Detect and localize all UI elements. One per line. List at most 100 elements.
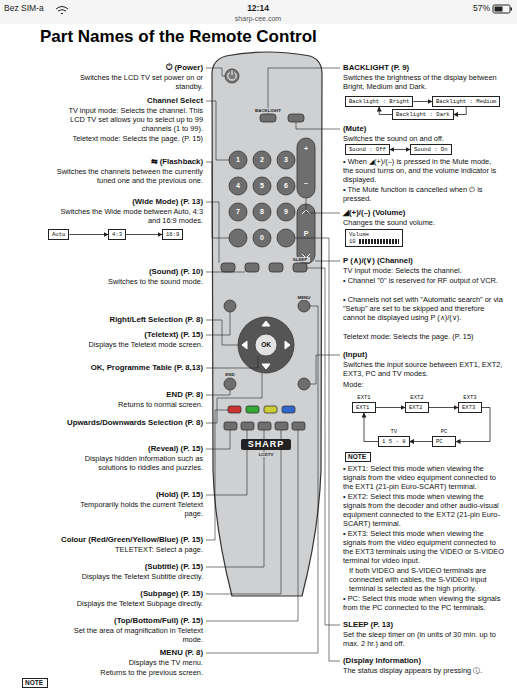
- remote-buttons: [221, 69, 315, 430]
- mode-arrow: [410, 441, 433, 442]
- part-name: (Mute): [343, 124, 508, 133]
- box-text: Backlight : Dark: [396, 111, 450, 118]
- button-label: 9: [279, 207, 293, 217]
- label-text: • When ◢(+)/(–) is pressed in the Mute m…: [343, 157, 503, 184]
- part-name: (Reveal) (P. 15): [28, 444, 203, 453]
- label-text: • The Mute function is cancelled when ⏻ …: [343, 185, 503, 203]
- part-name: (Wide Mode) (P. 13): [28, 197, 203, 206]
- label-text: TV input mode: Selects the channel.: [343, 266, 508, 275]
- part-name: ⏻ (Power): [28, 63, 203, 72]
- box-heading: TV: [379, 428, 409, 435]
- button-label: +: [300, 144, 312, 154]
- box-text: EXT1: [356, 404, 372, 411]
- label-text: Bez SIM-a: [4, 3, 74, 13]
- button-symbols: [228, 71, 310, 370]
- label-text: If both VIDEO and S-VIDEO terminals are …: [349, 566, 505, 593]
- button-label: –: [300, 178, 312, 188]
- part-name: P (∧)/(∨) (Channel): [343, 256, 508, 265]
- label-text: END: [222, 372, 238, 377]
- box-text: Sound : Off: [349, 146, 386, 153]
- box-text: Backlight : Bright: [349, 98, 409, 105]
- button-label: 5: [255, 181, 269, 191]
- label-text: Displays hidden information such as solu…: [63, 454, 203, 472]
- label-text: TELETEXT: Select a page.: [28, 545, 203, 554]
- button-label: P: [300, 229, 312, 239]
- label-text: OK: [258, 340, 274, 350]
- label-text: • EXT3: Select this mode when viewing th…: [343, 529, 505, 565]
- label-text: • EXT1: Select this mode when viewing th…: [343, 464, 505, 491]
- page-title: Part Names of the Remote Control: [40, 27, 480, 47]
- label-text: TV input mode: Selects the channel. This…: [63, 106, 203, 133]
- mode-arrow: [390, 149, 410, 150]
- button-label: 3: [279, 155, 293, 165]
- box-text: Volume: [349, 231, 399, 238]
- label-text: LCDTV: [254, 452, 278, 457]
- label-text: Returns to normal screen.: [28, 400, 203, 409]
- label-text: Switches the sound on and off.: [343, 134, 508, 143]
- label-text: SHARP: [241, 439, 291, 450]
- battery-tip: [511, 8, 513, 11]
- label-text: • Channel "0" is reserved for RF output …: [343, 276, 503, 285]
- mode-arrow: [429, 407, 458, 408]
- part-name: (Subtitle) (P. 15): [28, 562, 203, 571]
- button-label: 6: [279, 181, 293, 191]
- part-name: SLEEP (P. 13): [343, 620, 508, 629]
- label-text: Switches to the sound mode.: [28, 277, 203, 286]
- label-text: Switches the input source between EXT1, …: [343, 360, 508, 378]
- volume-bar: [359, 239, 399, 244]
- part-name: END (P. 8): [28, 390, 203, 399]
- mode-box: EXT3EXT3: [458, 402, 482, 413]
- part-name: Right/Left Selection (P. 8): [28, 315, 203, 324]
- mode-box: Auto: [48, 229, 69, 240]
- label-text: Switches the brightness of the display b…: [343, 73, 508, 91]
- label-text: Returns to the previous screen.: [28, 668, 203, 677]
- box-text: PC: [436, 438, 452, 445]
- mode-box: EXT1EXT1: [352, 402, 376, 413]
- mode-arrow: [413, 101, 432, 102]
- part-name: MENU (P. 8): [28, 648, 203, 657]
- part-name: OK, Programme Table (P. 8,13): [28, 363, 203, 372]
- label-text: Switches the Wide mode between Auto, 4:3…: [53, 207, 203, 225]
- part-name: (Display Information): [343, 656, 508, 665]
- mode-box: EXT2EXT2: [405, 402, 429, 413]
- mode-box: Sound : On: [410, 144, 452, 155]
- box-text: EXT2: [409, 404, 425, 411]
- label-text: • EXT2: Select this mode when viewing th…: [343, 492, 505, 528]
- part-name: Upwards/Downwards Selection (P. 8): [28, 418, 203, 427]
- remote-body: [212, 52, 322, 596]
- button-label: 7: [231, 207, 245, 217]
- part-name: ⇆ (Flashback): [28, 157, 203, 166]
- mode-box: Backlight : Bright: [345, 96, 413, 107]
- button-label: 0: [255, 233, 269, 243]
- label-text: 57%: [460, 3, 490, 13]
- box-text: 10: [349, 238, 356, 245]
- label-text: Set the area of magnification in Teletex…: [63, 626, 203, 644]
- part-name: Channel Select: [28, 96, 203, 105]
- label-text: Switches the channels between the curren…: [53, 167, 203, 185]
- part-name: BACKLIGHT (P. 9): [343, 63, 508, 72]
- mode-box: 16:9: [162, 229, 183, 240]
- label-text: • Channels not set with "Automatic searc…: [343, 295, 503, 322]
- label-text: Displays the Teletext mode screen.: [28, 340, 203, 349]
- part-name: Colour (Red/Green/Yellow/Blue) (P. 15): [28, 535, 203, 544]
- label-text: The status display appears by pressing ⓘ…: [343, 666, 508, 675]
- label-text: NOTE: [22, 678, 48, 688]
- part-name: (Hold) (P. 15): [28, 490, 203, 499]
- mode-box: Backlight : Medium: [432, 96, 500, 107]
- mode-box: Backlight : Dark: [392, 109, 454, 120]
- box-text: Backlight : Medium: [436, 98, 496, 105]
- wifi-icon: [56, 7, 68, 15]
- label-text: Set the sleep timer on (in units of 30 m…: [343, 630, 503, 648]
- battery-level: [495, 7, 503, 12]
- mode-box: 4:3: [108, 229, 126, 240]
- part-name: (Teletext) (P. 15): [28, 330, 203, 339]
- battery-icon: [493, 5, 510, 13]
- label-text: Teletext mode: Selects the page. (P. 15): [63, 134, 203, 143]
- label-text: Changes the sound volume.: [343, 218, 508, 227]
- box-heading: EXT1: [353, 394, 375, 401]
- status-bar: [0, 0, 517, 24]
- label-text: SLEEP: [290, 257, 310, 262]
- mode-arrow: [69, 234, 108, 235]
- volume-row: 10: [349, 238, 399, 245]
